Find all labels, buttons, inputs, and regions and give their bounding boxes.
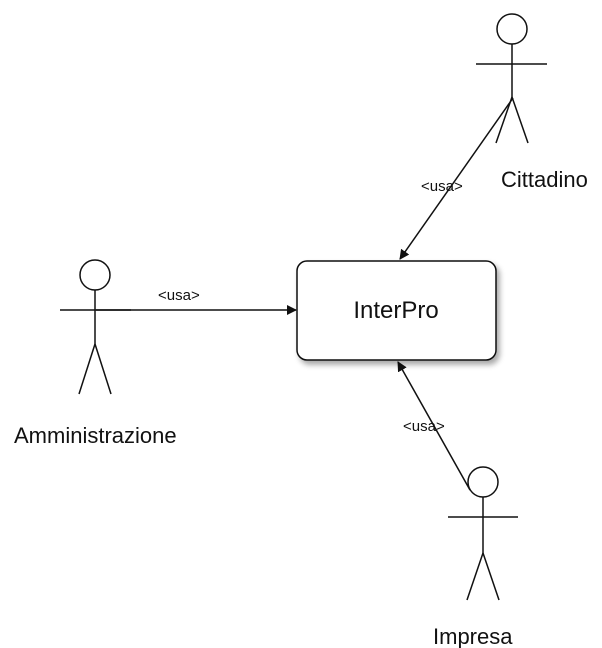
actor-left-leg [495, 96, 513, 144]
relation-label-impresa: <usa> [403, 418, 445, 435]
actor-amministrazione[interactable] [60, 259, 131, 395]
actor-label-impresa: Impresa [433, 624, 513, 648]
actor-right-leg [482, 552, 500, 601]
actor-label-amministrazione: Amministrazione [14, 423, 177, 448]
actor-head [496, 13, 528, 45]
association-impresa [397, 361, 471, 491]
actor-head [467, 466, 499, 498]
system-name: InterPro [353, 297, 438, 324]
actor-right-leg [94, 343, 112, 395]
actor-cittadino[interactable] [476, 13, 547, 144]
relation-label-cittadino: <usa> [421, 178, 463, 195]
association-cittadino [399, 97, 514, 260]
actor-right-leg [511, 96, 529, 144]
system-box[interactable]: InterPro [296, 260, 497, 361]
actor-left-leg [466, 552, 484, 601]
actor-label-cittadino: Cittadino [501, 167, 588, 192]
relation-label-amministrazione: <usa> [158, 287, 200, 304]
system-rectangle [296, 260, 497, 361]
actor-impresa[interactable] [448, 466, 518, 601]
actor-head [79, 259, 111, 291]
actor-left-leg [78, 343, 96, 395]
